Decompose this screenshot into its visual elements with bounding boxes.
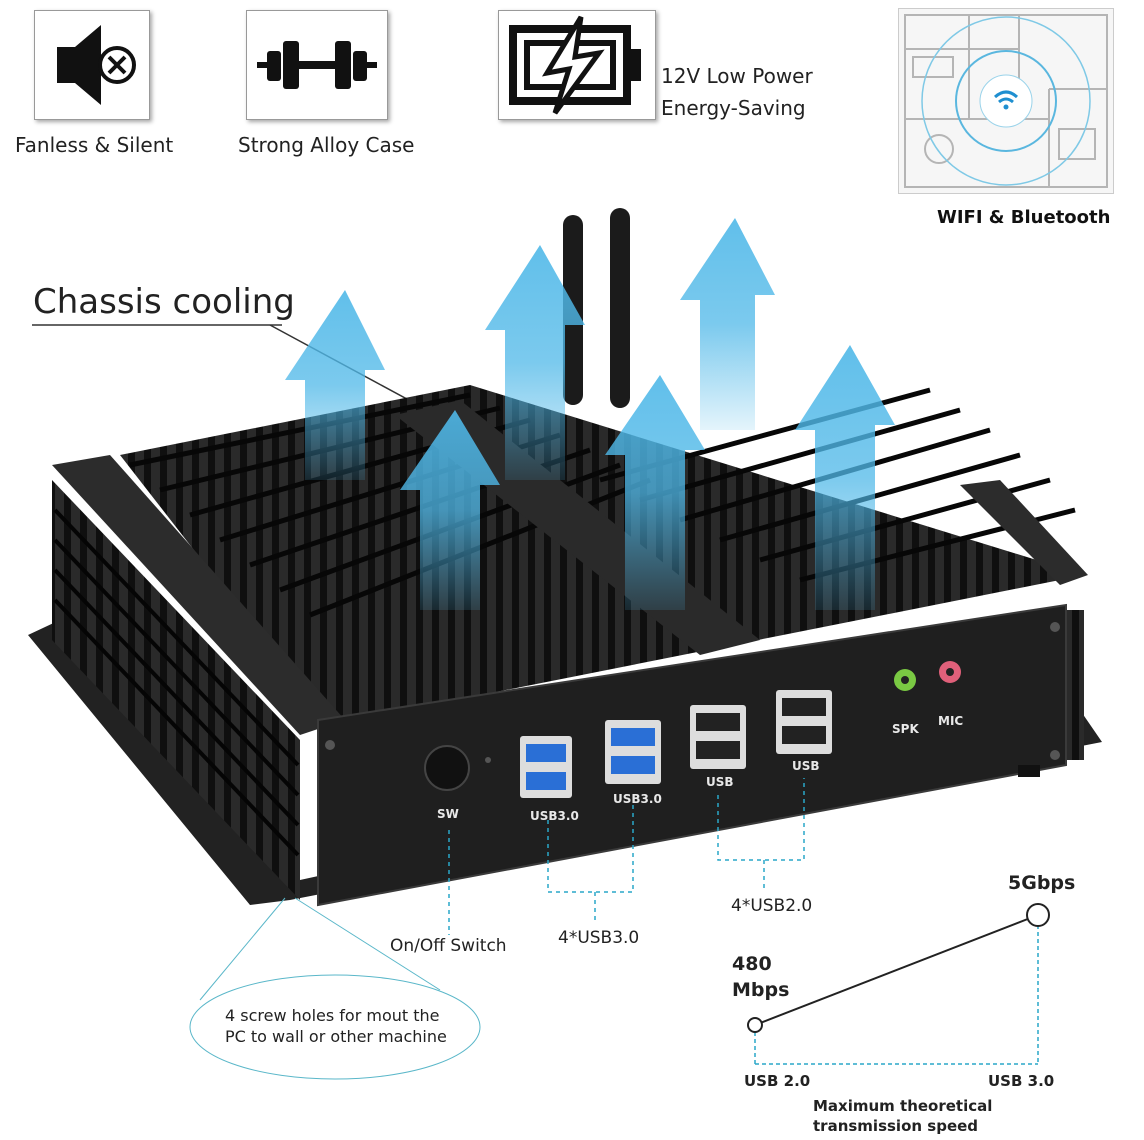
side-fins [52,480,300,900]
x-label-usb2: USB 2.0 [744,1072,811,1090]
alloy-icon-box [246,10,388,120]
feature-label-wifi: WIFI & Bluetooth [937,207,1111,228]
wifi-floorplan-icon [899,9,1113,193]
power-button [424,745,470,791]
fanless-icon-box [34,10,150,120]
dashed-connectors [448,778,805,935]
power-icon-box [498,10,656,120]
power-led [485,757,491,763]
usb3-port-group-b [605,720,661,784]
feature-label-fanless: Fanless & Silent [15,133,174,157]
chassis-cooling-label: Chassis cooling [33,282,295,322]
spk-label: SPK [892,722,919,736]
screw-holes-text: 4 screw holes for mout the PC to wall or… [225,1005,447,1047]
antenna-right [610,208,630,408]
battery-bolt-icon [509,15,641,115]
x-label-usb3: USB 3.0 [988,1072,1055,1090]
usb2-speed-value: 480 [732,953,772,975]
usb3-label-a: USB3.0 [530,809,579,823]
right-rail [960,480,1088,585]
speed-chart [747,903,1050,1065]
screw-line-2: PC to wall or other machine [225,1027,447,1046]
speaker-mute-icon [57,25,136,105]
feature-label-alloy: Strong Alloy Case [238,133,415,157]
speed-caption-2: transmission speed [813,1117,979,1135]
airflow-arrows [285,218,895,610]
speed-caption-1: Maximum theoretical [813,1097,993,1115]
screw-callout [189,897,481,1080]
usb2-port-group-a [690,705,746,769]
on-off-switch-label: On/Off Switch [390,936,507,956]
sw-label: SW [437,807,459,821]
feature-label-power-2: Energy-Saving [661,96,806,120]
usb3-point [1026,903,1050,927]
dumbbell-icon [257,41,377,89]
usb2-count-label: 4*USB2.0 [731,896,813,916]
screw-line-1: 4 screw holes for mout the [225,1006,440,1025]
usb3-count-label: 4*USB3.0 [558,928,640,948]
left-rail [52,455,345,735]
usb3-port-group-a [520,736,572,798]
usb2-port-group-b [776,690,832,754]
usb2-label-b: USB [792,759,820,773]
wifi-icon-box [898,8,1114,194]
usb2-label-a: USB [706,775,734,789]
usb3-label-b: USB3.0 [613,792,662,806]
feature-label-power-1: 12V Low Power [661,64,813,88]
usb2-point [747,1017,763,1033]
usb3-speed-value: 5Gbps [1008,872,1076,894]
usb2-speed-unit: Mbps [732,979,790,1001]
mic-label: MIC [938,714,963,728]
